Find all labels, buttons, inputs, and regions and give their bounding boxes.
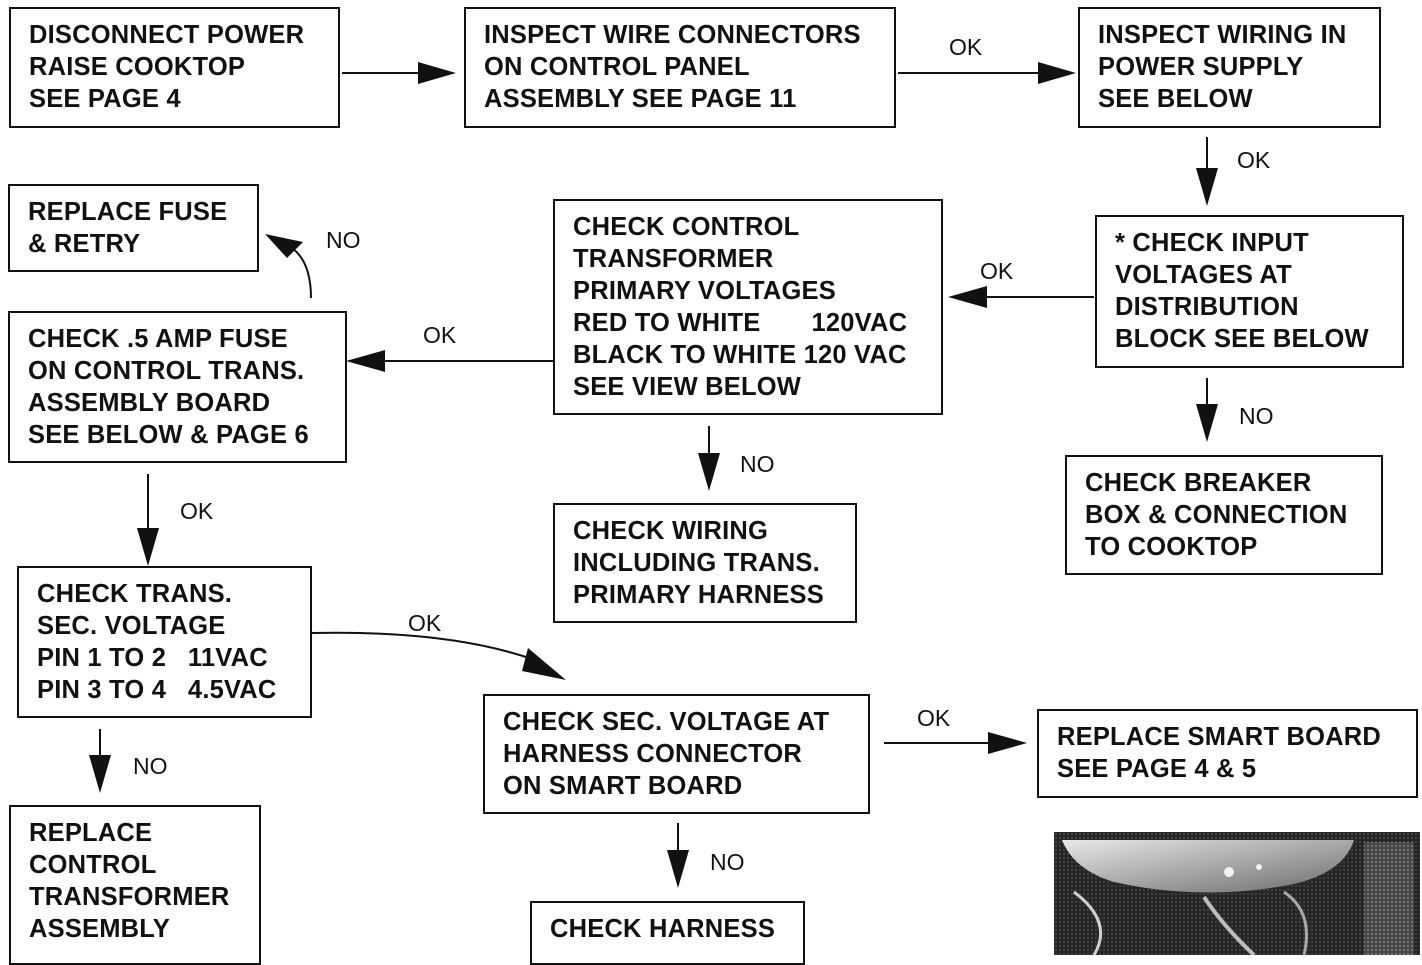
step-check-fuse: CHECK .5 AMP FUSE ON CONTROL TRANS. ASSE… <box>8 311 347 463</box>
step-line: ON CONTROL PANEL <box>484 51 886 83</box>
edge-label-no: NO <box>326 229 361 252</box>
step-line: TO COOKTOP <box>1085 531 1373 563</box>
step-line: BOX & CONNECTION <box>1085 499 1373 531</box>
step-line: HARNESS CONNECTOR <box>503 738 860 770</box>
step-line: PIN 3 TO 4 4.5VAC <box>37 674 302 706</box>
edge-label-no: NO <box>133 755 168 778</box>
edge-label-ok: OK <box>423 324 456 347</box>
arrowhead <box>418 62 456 84</box>
step-inspect-wiring-power-supply: INSPECT WIRING IN POWER SUPPLY SEE BELOW <box>1078 7 1381 128</box>
step-line: INSPECT WIRING IN <box>1098 19 1371 51</box>
arrowhead <box>137 528 159 566</box>
edge-label-no: NO <box>710 851 745 874</box>
step-inspect-wire-connectors: INSPECT WIRE CONNECTORS ON CONTROL PANEL… <box>464 7 896 128</box>
step-line: REPLACE FUSE <box>28 196 249 228</box>
arrowhead <box>346 350 385 372</box>
step-line: ASSEMBLY <box>29 913 251 945</box>
step-line: SEE BELOW & PAGE 6 <box>28 419 337 451</box>
step-line: RAISE COOKTOP <box>29 51 330 83</box>
step-check-trans-secondary-voltage: CHECK TRANS. SEC. VOLTAGE PIN 1 TO 2 11V… <box>17 566 312 718</box>
component-photo <box>1054 832 1420 955</box>
step-line: ASSEMBLY SEE PAGE 11 <box>484 83 886 115</box>
arrowhead <box>667 850 689 888</box>
step-line: CHECK WIRING <box>573 515 847 547</box>
step-line: SEE BELOW <box>1098 83 1371 115</box>
step-line: CONTROL <box>29 849 251 881</box>
step-line: ON CONTROL TRANS. <box>28 355 337 387</box>
arrowhead <box>89 755 111 793</box>
edge-label-ok: OK <box>180 500 213 523</box>
arrowhead <box>1038 62 1076 84</box>
arrowhead <box>1196 168 1218 206</box>
step-check-sec-voltage-harness: CHECK SEC. VOLTAGE AT HARNESS CONNECTOR … <box>483 694 870 814</box>
step-line: CHECK .5 AMP FUSE <box>28 323 337 355</box>
edge-label-ok: OK <box>980 260 1013 283</box>
edge-label-ok: OK <box>949 36 982 59</box>
step-line: CHECK HARNESS <box>550 913 795 945</box>
step-line: REPLACE <box>29 817 251 849</box>
step-line: CHECK CONTROL <box>573 211 933 243</box>
arrow-fuse-to-replace-fuse <box>292 248 311 298</box>
step-line: CHECK SEC. VOLTAGE AT <box>503 706 860 738</box>
edge-label-no: NO <box>740 453 775 476</box>
step-line: ON SMART BOARD <box>503 770 860 802</box>
step-line: BLOCK SEE BELOW <box>1115 323 1394 355</box>
step-line: BLACK TO WHITE 120 VAC <box>573 339 933 371</box>
step-line: PRIMARY VOLTAGES <box>573 275 933 307</box>
step-disconnect-power: DISCONNECT POWER RAISE COOKTOP SEE PAGE … <box>9 7 340 128</box>
step-line: INSPECT WIRE CONNECTORS <box>484 19 886 51</box>
step-line: CHECK BREAKER <box>1085 467 1373 499</box>
step-replace-fuse: REPLACE FUSE & RETRY <box>8 184 259 272</box>
step-line: SEE VIEW BELOW <box>573 371 933 403</box>
step-line: DISTRIBUTION <box>1115 291 1394 323</box>
step-line: REPLACE SMART BOARD <box>1057 721 1408 753</box>
edge-label-no: NO <box>1239 405 1274 428</box>
step-check-breaker-box: CHECK BREAKER BOX & CONNECTION TO COOKTO… <box>1065 455 1383 575</box>
step-line: SEE PAGE 4 <box>29 83 330 115</box>
edge-label-ok: OK <box>1237 149 1270 172</box>
step-check-input-voltages: * CHECK INPUT VOLTAGES AT DISTRIBUTION B… <box>1095 215 1404 368</box>
step-line: CHECK TRANS. <box>37 578 302 610</box>
step-line: SEC. VOLTAGE <box>37 610 302 642</box>
step-line: ASSEMBLY BOARD <box>28 387 337 419</box>
step-line: TRANSFORMER <box>573 243 933 275</box>
step-line: DISCONNECT POWER <box>29 19 330 51</box>
step-line: POWER SUPPLY <box>1098 51 1371 83</box>
step-check-harness: CHECK HARNESS <box>530 901 805 965</box>
step-line: PRIMARY HARNESS <box>573 579 847 611</box>
step-line: INCLUDING TRANS. <box>573 547 847 579</box>
edge-label-ok: OK <box>917 707 950 730</box>
arrowhead <box>265 234 303 258</box>
arrow-trans-secondary-to-harness-voltage <box>312 633 535 660</box>
arrowhead <box>1196 404 1218 442</box>
edge-label-ok: OK <box>408 612 441 635</box>
step-line: RED TO WHITE 120VAC <box>573 307 933 339</box>
step-replace-smart-board: REPLACE SMART BOARD SEE PAGE 4 & 5 <box>1037 709 1418 798</box>
step-line: * CHECK INPUT <box>1115 227 1394 259</box>
step-line: SEE PAGE 4 & 5 <box>1057 753 1408 785</box>
step-line: & RETRY <box>28 228 249 260</box>
step-check-wiring-primary-harness: CHECK WIRING INCLUDING TRANS. PRIMARY HA… <box>553 503 857 623</box>
arrowhead <box>948 286 987 308</box>
arrowhead <box>698 453 720 491</box>
step-check-control-transformer: CHECK CONTROL TRANSFORMER PRIMARY VOLTAG… <box>553 199 943 415</box>
step-line: VOLTAGES AT <box>1115 259 1394 291</box>
step-line: PIN 1 TO 2 11VAC <box>37 642 302 674</box>
arrowhead <box>988 732 1027 754</box>
arrowhead <box>522 648 566 680</box>
step-line: TRANSFORMER <box>29 881 251 913</box>
step-replace-control-transformer: REPLACE CONTROL TRANSFORMER ASSEMBLY <box>9 805 261 965</box>
